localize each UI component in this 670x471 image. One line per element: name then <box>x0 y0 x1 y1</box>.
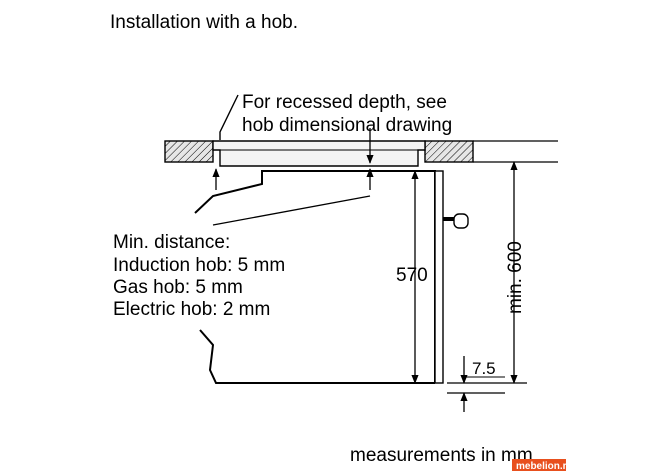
watermark-text: mebelion.ru <box>516 461 573 471</box>
min-distance-leader <box>212 195 371 226</box>
diagram-title: Installation with a hob. <box>110 12 298 33</box>
min-distance-induction: Induction hob: 5 mm <box>113 255 285 276</box>
recess-note-leader <box>219 94 239 140</box>
worktop-left <box>164 140 214 163</box>
min-distance-electric: Electric hob: 2 mm <box>113 299 270 320</box>
min-distance-heading: Min. distance: <box>113 232 230 253</box>
hob <box>212 140 426 167</box>
recess-note-line-2: hob dimensional drawing <box>242 115 452 136</box>
worktop-right <box>424 140 474 163</box>
oven-handle <box>453 213 469 229</box>
oven-handle-stem <box>443 217 454 221</box>
recess-note-line-1: For recessed depth, see <box>242 92 447 113</box>
watermark-badge <box>512 459 566 471</box>
oven-front-panel <box>434 170 444 384</box>
min-distance-gas: Gas hob: 5 mm <box>113 277 243 298</box>
dim-niche-height: min. 600 <box>505 241 526 314</box>
dim-bottom-gap: 7.5 <box>472 359 496 378</box>
oven-bottom-outline <box>199 329 435 384</box>
units-note: measurements in mm <box>350 445 533 466</box>
dim-cabinet-height: 570 <box>396 265 428 286</box>
